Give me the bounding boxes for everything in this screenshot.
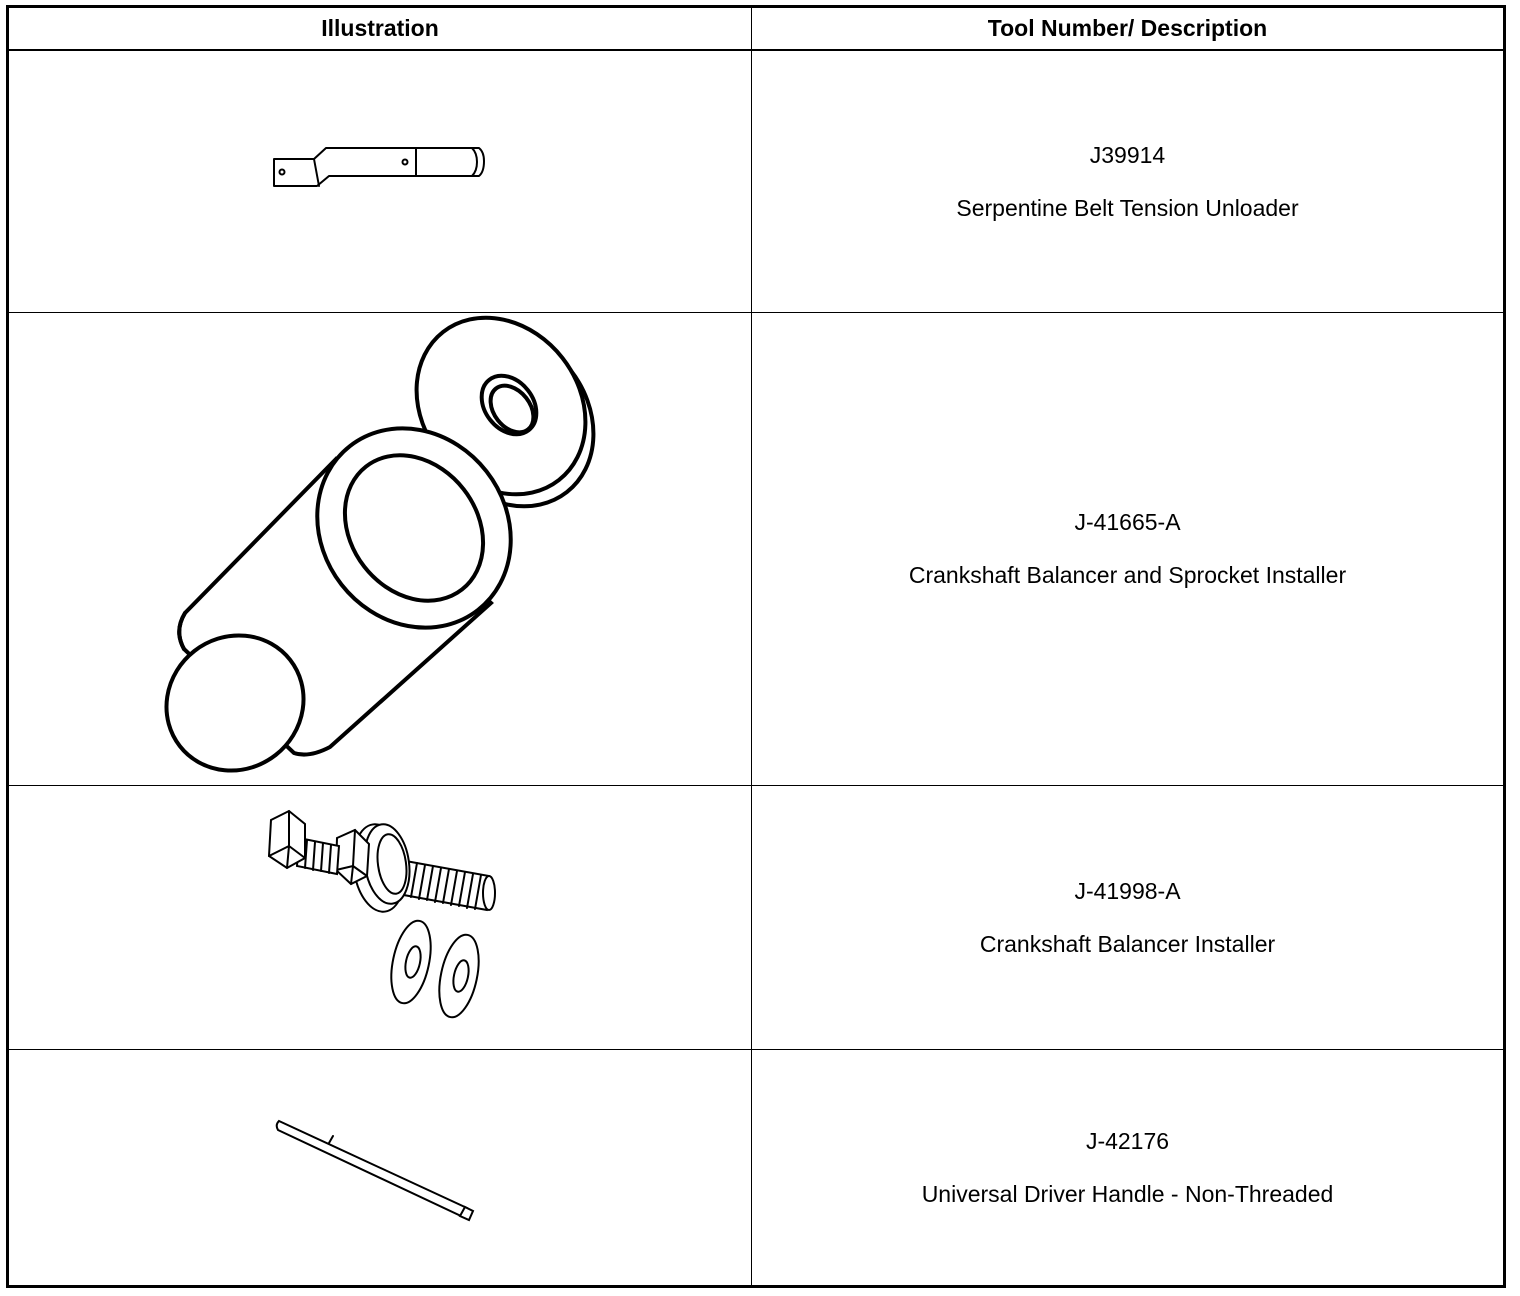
column-divider (751, 8, 752, 1285)
balancer-installer-bolt-icon (267, 809, 496, 1019)
tool-cell: J-42176 Universal Driver Handle - Non-Th… (752, 1050, 1503, 1285)
tool-number: J39914 (1089, 141, 1166, 168)
illustration-cell (9, 51, 751, 312)
illustration-cell (9, 313, 751, 785)
balancer-sprocket-installer-icon (164, 315, 596, 773)
tool-description: Universal Driver Handle - Non-Threaded (921, 1180, 1334, 1207)
illustration-cell (9, 786, 751, 1049)
serpentine-belt-unloader-icon (273, 147, 485, 187)
table-row: J-41665-A Crankshaft Balancer and Sprock… (9, 313, 1503, 786)
tools-table: Illustration Tool Number/ Description J3… (6, 5, 1506, 1288)
tool-cell: J-41998-A Crankshaft Balancer Installer (752, 786, 1503, 1049)
tool-number: J-41665-A (1074, 509, 1181, 535)
driver-handle-icon (275, 1119, 475, 1222)
table-row: J-42176 Universal Driver Handle - Non-Th… (9, 1050, 1503, 1285)
tool-description: Serpentine Belt Tension Unloader (956, 194, 1299, 221)
table-header: Illustration Tool Number/ Description (9, 8, 1503, 51)
tool-cell: J39914 Serpentine Belt Tension Unloader (752, 51, 1503, 312)
illustration-cell (9, 1050, 751, 1285)
table-row: J-41998-A Crankshaft Balancer Installer (9, 786, 1503, 1050)
tool-number: J-42176 (1085, 1127, 1170, 1154)
tool-number: J-41998-A (1074, 877, 1181, 904)
tool-description: Crankshaft Balancer Installer (979, 930, 1276, 957)
header-illustration: Illustration (321, 15, 439, 41)
header-tool-description: Tool Number/ Description (987, 15, 1268, 41)
tool-description: Crankshaft Balancer and Sprocket Install… (908, 562, 1347, 588)
tool-cell: J-41665-A Crankshaft Balancer and Sprock… (752, 313, 1503, 785)
table-row: J39914 Serpentine Belt Tension Unloader (9, 51, 1503, 313)
